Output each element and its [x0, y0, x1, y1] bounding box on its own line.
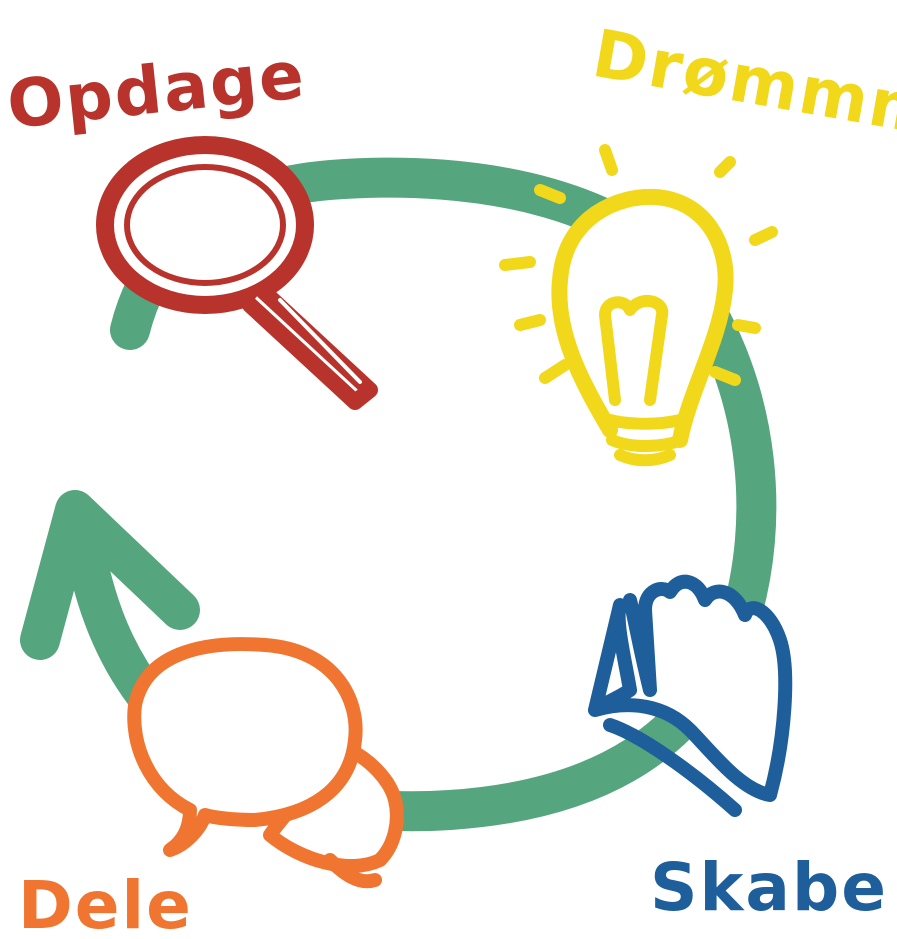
- hand-icon: [588, 574, 793, 817]
- magnifying-glass-icon: [96, 136, 378, 410]
- stage-label-dele: Dele: [18, 867, 193, 939]
- speech-bubbles-icon: [127, 637, 404, 889]
- lightbulb-icon: [499, 144, 778, 467]
- stage-label-drommme: Drømmme: [587, 15, 897, 160]
- stage-label-skabe: Skabe: [650, 849, 888, 926]
- stage-label-opdage: Opdage: [4, 36, 310, 144]
